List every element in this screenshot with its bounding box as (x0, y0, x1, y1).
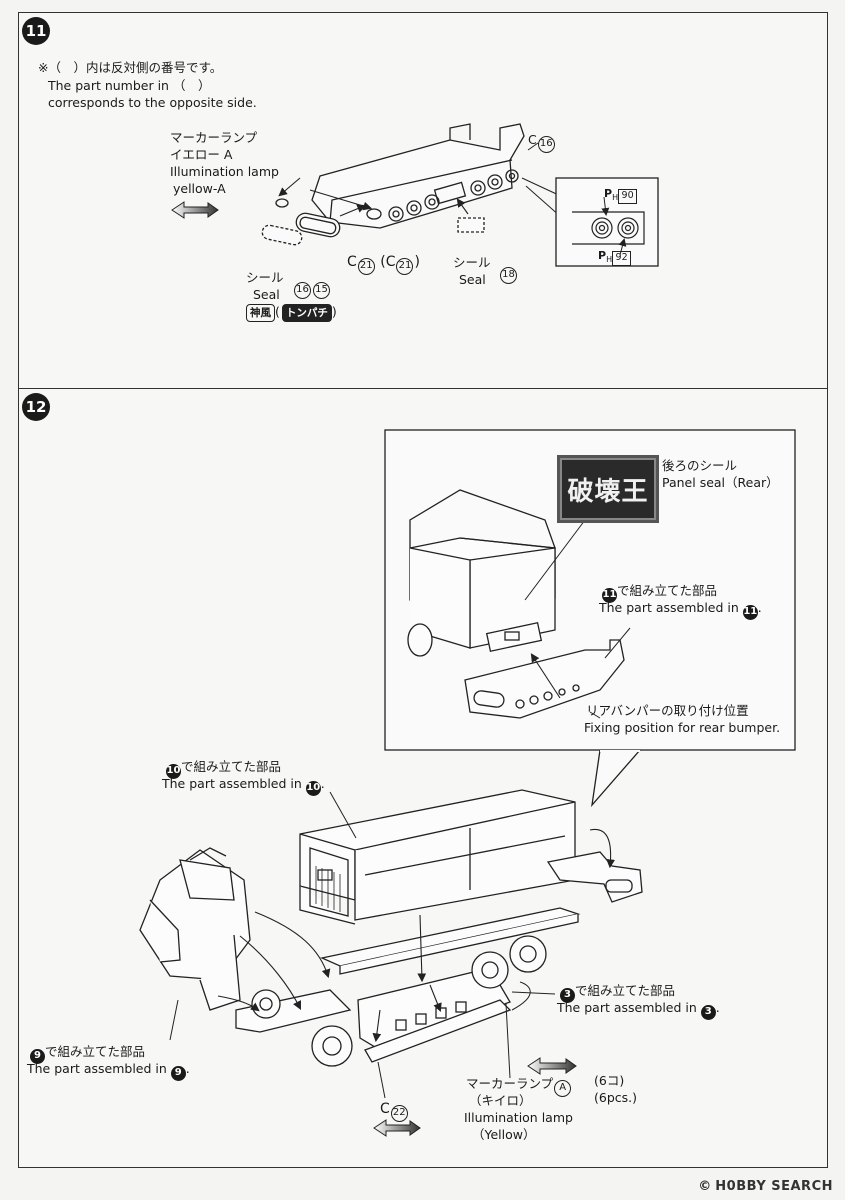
assembled-9-text-en: The part assembled in (27, 1061, 167, 1076)
marker-lamp-count-en: (6pcs.) (594, 1090, 637, 1105)
rear-seal-label-en: Panel seal（Rear） (662, 475, 779, 490)
marker-lamp-label-en-2: （Yellow） (472, 1127, 536, 1142)
marker-lamp-a-letter: A (554, 1079, 572, 1097)
ph92-sub: H (606, 255, 613, 265)
watermark-symbol: © (698, 1179, 712, 1194)
ph92-prefix: P (598, 249, 607, 262)
part-c22-number: 22 (390, 1104, 408, 1122)
marker-lamp-label-en-2: yellow-A (173, 181, 226, 196)
seal-label-en: Seal (253, 287, 280, 302)
marker-lamp-a-text-jp: マーカーランプ (466, 1076, 554, 1091)
assembled-11-label-en: The part assembled in 11. (599, 600, 762, 620)
seal18-number: 18 (499, 263, 518, 284)
marker-lamp-label-en-1: Illumination lamp (170, 164, 279, 179)
part-c16-number: 16 (537, 135, 555, 153)
seal18-number-circle: 18 (500, 266, 517, 284)
assembled-9-badge-jp: 9 (30, 1048, 45, 1064)
assembled-9-text-jp: で組み立てた部品 (45, 1044, 146, 1059)
bumper-position-label-jp: リアバンパーの取り付け位置 (586, 703, 749, 718)
marker-lamp-label-jp-1: マーカーランプ (170, 130, 258, 145)
part-c22-letter: C (380, 1101, 390, 1117)
ph92-number: 92 (612, 250, 632, 266)
assembled-9-badge-en: 9 (170, 1065, 186, 1081)
part-c21-opp-number: 21 (396, 257, 414, 275)
assembled-10-label-en: The part assembled in 10. (162, 776, 325, 796)
seal-number-a: 16 (294, 281, 311, 299)
ph90-prefix: P (604, 187, 613, 200)
rear-panel-seal: 破壊王 (557, 455, 659, 523)
seal-label-jp: シール (246, 270, 284, 285)
assembled-11-label-jp: 11で組み立てた部品 (602, 583, 717, 603)
assembled-10-text-en: The part assembled in (162, 776, 302, 791)
assembled-11-badge-en: 11 (742, 604, 758, 620)
assembled-10-badge-en: 10 (305, 780, 321, 796)
assembled-9-label-en: The part assembled in 9. (27, 1061, 190, 1081)
seal-number-b: 15 (313, 281, 330, 299)
assembled-11-text-jp: で組み立てた部品 (617, 583, 718, 598)
assembled-11-badge-jp: 11 (602, 587, 617, 603)
opposite-side-note-en-2: corresponds to the opposite side. (48, 95, 257, 110)
part-c21-number: 21 (357, 257, 375, 275)
seal18-label-jp: シール (453, 255, 491, 270)
part-c16-letter: C (528, 132, 537, 147)
opposite-side-note-jp: ※（ ）内は反対側の番号です。 (38, 60, 223, 75)
opposite-side-note-en-1: The part number in （ ） (48, 78, 211, 93)
stamp-kamikaze: 神風 (246, 304, 275, 322)
part-c21-opp-letter: C (385, 254, 396, 270)
seal18-label-en: Seal (459, 272, 486, 287)
marker-lamp-label-en-1: Illumination lamp (464, 1110, 573, 1125)
step-11-badge: 11 (22, 17, 50, 45)
assembled-11-text-en: The part assembled in (599, 600, 739, 615)
assembled-3-text-en: The part assembled in (557, 1000, 697, 1015)
hobby-search-watermark: © H0BBY SEARCH (698, 1179, 833, 1194)
step-12-badge: 12 (22, 393, 50, 421)
marker-lamp-count-jp: (6コ) (594, 1073, 625, 1088)
marker-lamp-color-jp: （キイロ） (469, 1093, 532, 1108)
assembled-3-label-en: The part assembled in 3. (557, 1000, 720, 1020)
watermark-logo: H0BBY SEARCH (715, 1179, 833, 1194)
assembled-10-label-jp: 10で組み立てた部品 (166, 759, 281, 779)
ph90-number: 90 (618, 188, 638, 204)
assembled-3-badge-jp: 3 (560, 987, 575, 1003)
rear-seal-label-jp: 後ろのシール (662, 458, 738, 473)
seal-stamps: 神風(トンパチ) (244, 304, 337, 322)
assembled-10-badge-jp: 10 (166, 763, 181, 779)
stamp-tonpachi: トンパチ (281, 304, 332, 322)
part-c21-letter: C (347, 254, 357, 270)
ph90-sub: H (612, 193, 619, 203)
assembled-3-text-jp: で組み立てた部品 (575, 983, 676, 998)
assembled-10-text-jp: で組み立てた部品 (181, 759, 282, 774)
assembled-3-badge-en: 3 (700, 1004, 716, 1020)
bumper-position-label-en: Fixing position for rear bumper. (584, 720, 781, 735)
marker-lamp-label-jp-2: イエロー A (170, 147, 233, 162)
